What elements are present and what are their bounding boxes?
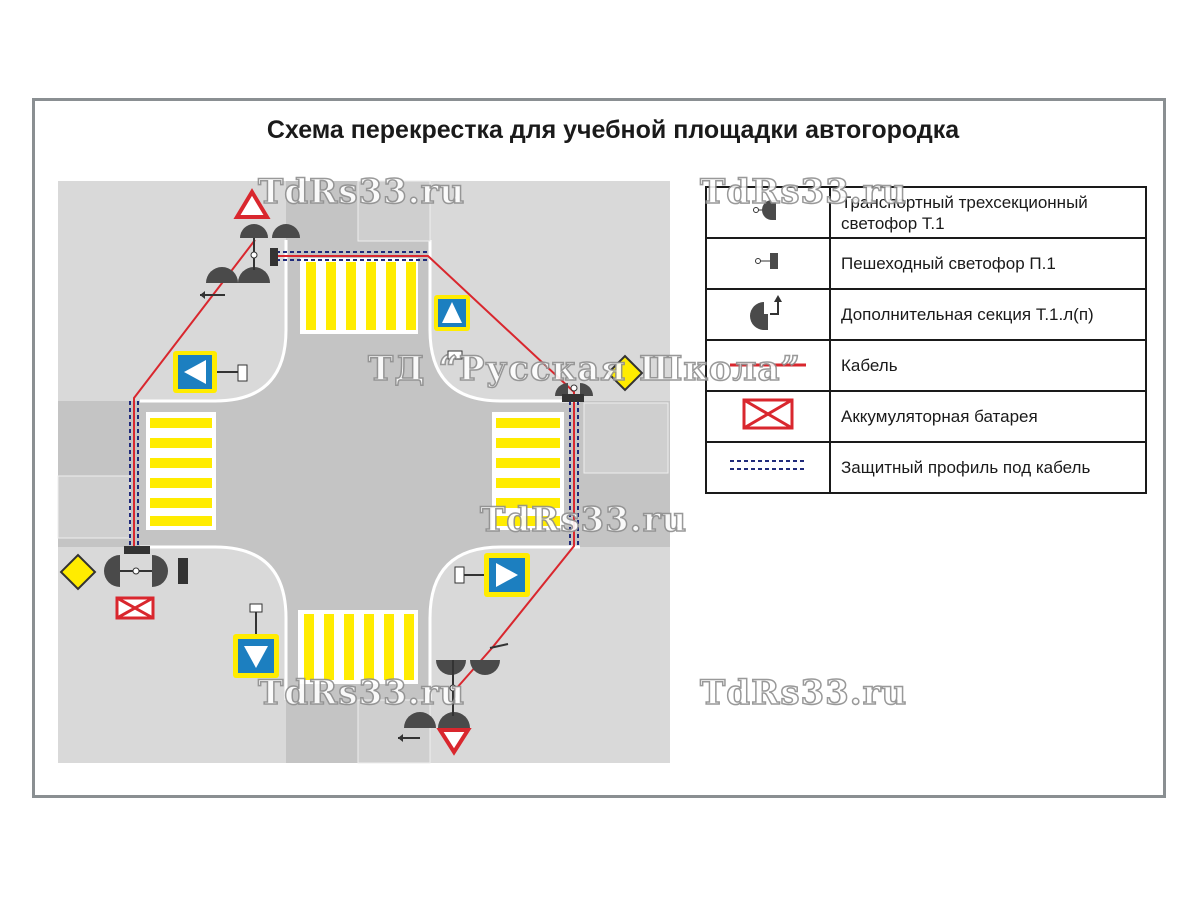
extra-section-icon (705, 288, 831, 341)
watermark: TdRs33.ru (257, 672, 466, 714)
pedestrian-crossing-sign-ne (434, 295, 470, 360)
side-block (357, 699, 431, 764)
direction-sign-w (173, 351, 248, 393)
curb-sw (140, 545, 288, 700)
main-road-sign-sw (59, 553, 97, 591)
legend-row: Пешеходный светофор П.1 (705, 237, 1147, 290)
legend-row: Защитный профиль под кабель (705, 441, 1147, 494)
battery-icon (115, 596, 155, 620)
traffic-light-se (398, 643, 509, 742)
direction-sign-e (454, 553, 530, 597)
watermark: TdRs33.ru (699, 171, 908, 213)
legend-label: Аккумуляторная батарея (829, 390, 1147, 443)
side-block (57, 475, 131, 539)
direction-sign-s (233, 603, 279, 678)
curb-nw (140, 240, 288, 403)
watermark: TdRs33.ru (699, 672, 908, 714)
give-way-sign-nw (233, 188, 271, 219)
cable-profile-icon (705, 441, 831, 494)
legend-label: Защитный профиль под кабель (829, 441, 1147, 494)
traffic-light-icon (705, 186, 831, 239)
watermark: ТД “Русская Школа” (367, 348, 802, 390)
cable-icon (705, 339, 831, 392)
page-title: Схема перекрестка для учебной площадки а… (266, 116, 960, 144)
legend-label: Дополнительная секция Т.1.л(п) (829, 288, 1147, 341)
legend-row: Аккумуляторная батарея (705, 390, 1147, 443)
legend-row: Кабель (705, 339, 1147, 392)
traffic-light-sw (104, 546, 188, 587)
curb-ne (428, 240, 580, 403)
watermark: TdRs33.ru (479, 499, 688, 541)
crosswalk-right (492, 412, 564, 530)
cable-profile-lines (129, 251, 579, 546)
side-block (583, 402, 669, 474)
cable-line (133, 239, 575, 691)
legend-label: Кабель (829, 339, 1147, 392)
intersection-core (58, 181, 670, 763)
crosswalk-bottom (298, 610, 418, 684)
legend-label: Пешеходный светофор П.1 (829, 237, 1147, 290)
legend-row: Дополнительная секция Т.1.л(п) (705, 288, 1147, 341)
battery-icon (705, 390, 831, 443)
legend-table: Транспортный трехсекционный светофор Т.1… (705, 186, 1147, 494)
legend-label: Транспортный трехсекционный светофор Т.1 (829, 186, 1147, 239)
give-way-sign-se (436, 728, 472, 756)
side-block (357, 180, 431, 242)
watermark: TdRs33.ru (257, 171, 466, 213)
curb-se (428, 545, 580, 700)
main-road-sign-ne (606, 354, 644, 392)
crosswalk-left (146, 412, 216, 530)
traffic-light-nw (200, 224, 300, 299)
legend-row: Транспортный трехсекционный светофор Т.1 (705, 186, 1147, 239)
pedestrian-light-icon (705, 237, 831, 290)
crosswalk-top (300, 258, 418, 334)
traffic-light-ne (555, 383, 593, 402)
